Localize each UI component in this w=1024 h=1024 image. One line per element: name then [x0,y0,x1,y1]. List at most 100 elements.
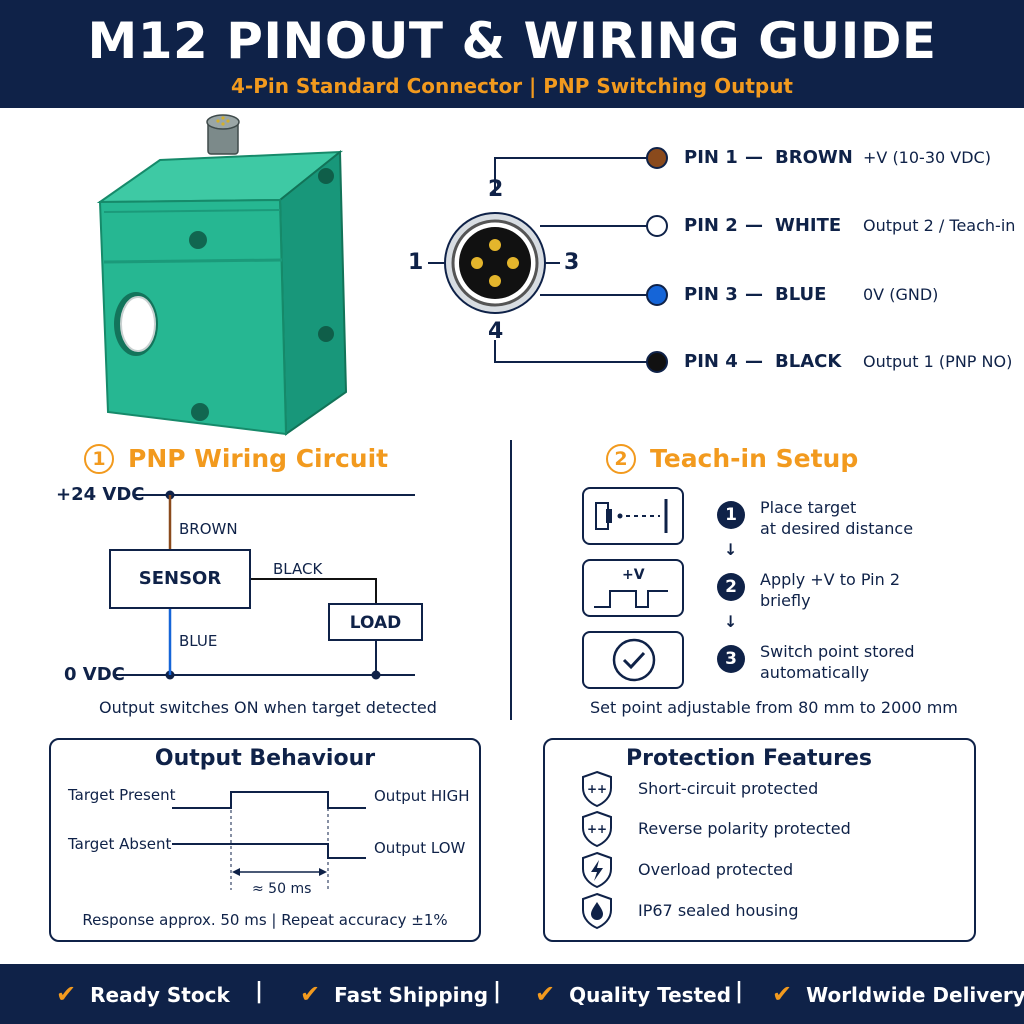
checkmark-icon: ✔ [535,980,556,1008]
footer-badge-label: Fast Shipping [334,983,489,1007]
pin-dash: — [745,147,763,168]
teach-title-text: Teach-in Setup [650,444,859,473]
checkmark-icon: ✔ [300,980,321,1008]
step-text: automatically [760,663,870,682]
wiring-caption: Output switches ON when target detected [99,698,437,717]
wire-color-name: WHITE [775,215,842,236]
target-present-label: Target Present [68,786,176,804]
step-text: briefly [760,591,811,610]
step-number-badge: 2 [717,573,745,601]
pin-2-contact [489,239,501,251]
footer-badge-label: Worldwide Delivery [806,983,1024,1007]
check-circle-icon [582,631,684,689]
footer-badge: ✔ Fast Shipping [300,980,488,1008]
pin-dash: — [745,351,763,372]
footer-separator: | [255,979,264,1004]
footer-badge-label: Ready Stock [90,983,230,1007]
pin-3-contact [507,257,519,269]
teach-caption: Set point adjustable from 80 mm to 2000 … [590,698,958,717]
wire-color-dot [646,215,668,237]
step-text: Place target [760,498,857,517]
footer-bar: ✔ Ready Stock ✔ Fast Shipping ✔ Quality Teste… [0,964,1024,1024]
section-2-badge: 2 [606,444,636,474]
wire-color-name: BLACK [775,351,842,372]
sensor-block-label: SENSOR [138,568,222,589]
step-text: Switch point stored [760,642,915,661]
teach-section-title: 2 Teach-in Setup [606,444,858,474]
sensor-block [109,549,251,609]
footer-separator: | [493,979,502,1004]
load-block [328,603,423,641]
target-signal-trace [172,791,366,809]
wire-color-dot [646,147,668,169]
pin-number-2: 2 [488,177,504,202]
supply-label: +24 VDC [56,484,145,505]
pin-function: 0V (GND) [863,285,939,304]
wire-color-dot [646,284,668,306]
protection-features-title: Protection Features [625,746,872,771]
protection-features-panel [543,738,976,942]
sensor-illustration [96,114,348,436]
output-behaviour-title: Output Behaviour [154,746,376,771]
pin-1-contact [471,257,483,269]
step-text: Apply +V to Pin 2 [760,570,900,589]
page-title: M12 PINOUT & WIRING GUIDE [87,12,937,70]
footer-separator: | [735,979,744,1004]
step-number-badge: 3 [717,645,745,673]
wiring-title-text: PNP Wiring Circuit [128,444,389,473]
wire-color-dot [646,351,668,373]
pin-label: PIN 2 [684,215,738,236]
wire-color-name: BLUE [775,284,827,305]
page-subtitle: 4-Pin Standard Connector | PNP Switching… [231,74,793,98]
footer-badge-label: Quality Tested [569,983,732,1007]
pin-dash: — [745,284,763,305]
checkmark-icon: ✔ [56,980,77,1008]
svg-text:++: ++ [587,782,607,796]
output-low-label: Output LOW [374,839,466,857]
arrow-down-icon: ↓ [724,612,738,631]
footer-badge: ✔ Quality Tested [535,980,731,1008]
wiring-section-title: 1 PNP Wiring Circuit [84,444,388,474]
pin-dash: — [745,215,763,236]
response-delay-label: ≈ 50 ms [252,881,312,897]
protection-feature-label: IP67 sealed housing [638,901,799,920]
pulse-voltage-label: +V [622,567,645,583]
step-text: at desired distance [760,519,914,538]
shield-plus-icon: ++ [580,810,614,848]
pin-label: PIN 1 [684,147,738,168]
output-high-label: Output HIGH [374,787,470,805]
section-1-badge: 1 [84,444,114,474]
target-distance-icon [582,487,684,545]
black-wire-label: BLACK [273,560,323,578]
output-caption: Response approx. 50 ms | Repeat accuracy… [82,911,448,929]
checkmark-icon: ✔ [772,980,793,1008]
protection-feature-label: Short-circuit protected [638,779,819,798]
step-number-badge: 1 [717,501,745,529]
ground-label: 0 VDC [64,664,125,685]
shield-plus-icon: ++ [580,770,614,808]
pin-function: Output 2 / Teach-in [863,216,1016,235]
pnp-wiring-schematic [109,490,423,680]
protection-feature-label: Overload protected [638,860,794,879]
timing-diagram [172,791,366,890]
section-divider [510,440,512,720]
pin-number-1: 1 [408,250,424,275]
blue-wire-label: BLUE [179,632,218,650]
output-signal-trace [172,843,366,859]
footer-badge: ✔ Ready Stock [56,980,230,1008]
pin-function: Output 1 (PNP NO) [863,352,1013,371]
brown-wire-label: BROWN [179,520,238,538]
footer-badge: ✔ Worldwide Delivery [772,980,1024,1008]
pin-function: +V (10-30 VDC) [863,148,991,167]
m12-connector-diagram [428,157,648,363]
pin-label: PIN 3 [684,284,738,305]
shield-drop-icon [580,892,614,930]
protection-feature-label: Reverse polarity protected [638,819,851,838]
black-wire [250,578,377,604]
arrow-down-icon: ↓ [724,540,738,559]
shield-lightning-icon [580,851,614,889]
load-block-label: LOAD [349,613,402,633]
pin-4-contact [489,275,501,287]
svg-text:++: ++ [587,822,607,836]
pin-number-3: 3 [564,250,580,275]
